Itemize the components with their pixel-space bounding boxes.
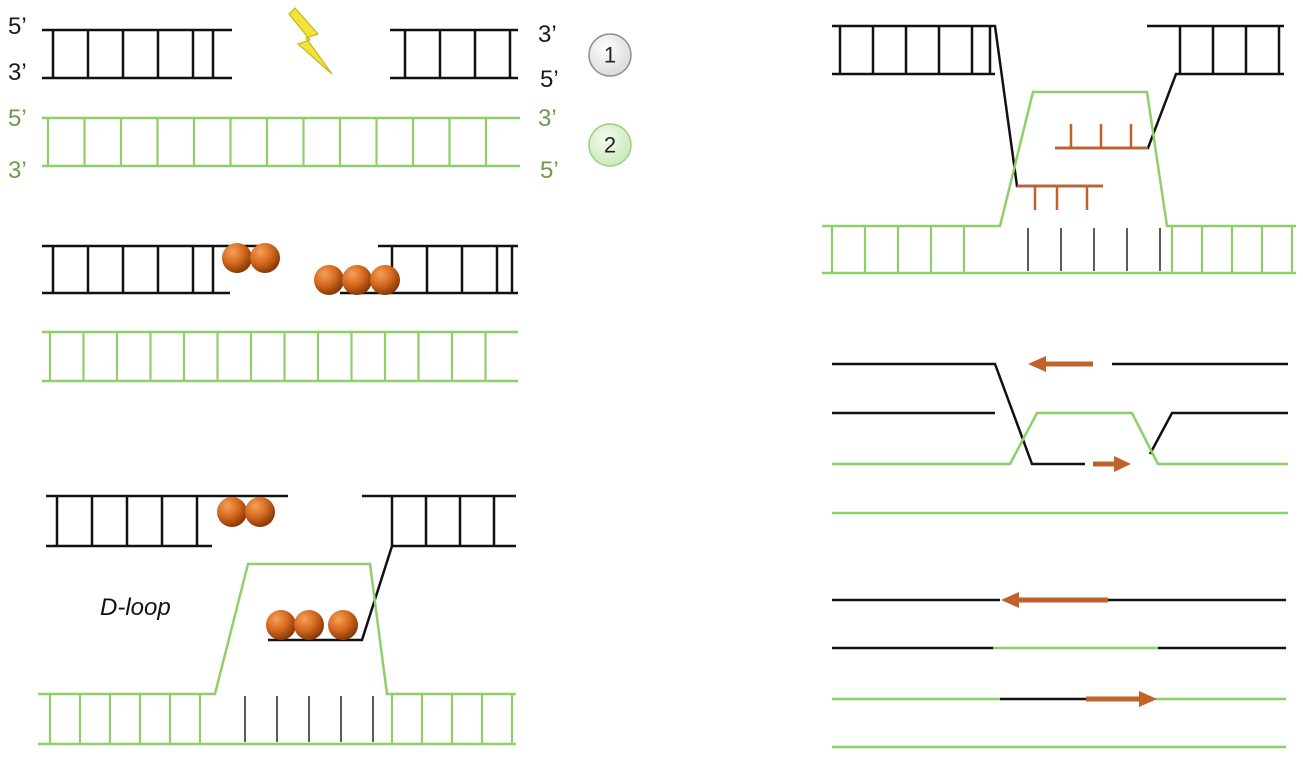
dloop-green-rungs: [50, 694, 512, 744]
protein-ball: [294, 610, 324, 640]
protein-ball: [217, 497, 247, 527]
broken-black-duplex: [42, 30, 518, 78]
protein-ball: [266, 610, 296, 640]
green-duplex-2: [42, 332, 518, 381]
arrow-left-icon: [1001, 592, 1019, 608]
protein-ball: [250, 243, 280, 273]
protein-ball: [245, 497, 275, 527]
black-strands-4: [832, 26, 1284, 186]
green-duplex-2-rungs: [50, 332, 486, 381]
protein-ball: [314, 265, 344, 295]
synthesis-arrows-6: [1001, 592, 1157, 707]
badge-1: 1: [589, 34, 631, 76]
protein-ball: [370, 265, 400, 295]
label-5prime-bottom-right: 5’: [540, 66, 559, 93]
lightning-bolt-icon: [289, 8, 332, 74]
arrow-right-icon: [1139, 691, 1157, 707]
panel-1-break: 5’ 3’ 3’ 5’ 5’ 3’ 3’ 5’ 1 2: [8, 8, 631, 184]
green-strands-4: [822, 92, 1296, 273]
badge-1-number: 1: [604, 43, 616, 68]
panel-3-dloop: D-loop: [38, 496, 516, 744]
panel-2-resection: [42, 243, 518, 381]
protein-cluster-dloop-right: [266, 610, 358, 640]
label-5prime-green-bottom-right: 5’: [540, 157, 559, 184]
green-duplex-rungs: [48, 118, 486, 166]
panel-5-extension: [832, 356, 1288, 513]
displaced-rungs-4: [1028, 228, 1160, 271]
label-3prime-green-top-right: 3’: [538, 105, 557, 132]
resected-black-duplex: [42, 246, 518, 293]
label-5prime-top-left: 5’: [8, 13, 27, 40]
intact-green-duplex: [42, 118, 520, 166]
new-synthesis-strands-4: [1017, 124, 1148, 210]
arrow-right-icon: [1114, 456, 1131, 472]
protein-cluster-right: [314, 265, 400, 295]
badge-2-number: 2: [604, 133, 616, 158]
label-3prime-green-bottom-left: 3’: [8, 157, 27, 184]
label-3prime-top-right: 3’: [538, 21, 557, 48]
protein-ball: [222, 243, 252, 273]
protein-cluster-left: [222, 243, 280, 273]
protein-ball: [328, 610, 358, 640]
result-strands: [832, 600, 1286, 747]
protein-ball: [342, 265, 372, 295]
badge-2: 2: [589, 124, 631, 166]
green-rungs-4: [832, 226, 1292, 273]
arrow-left-icon: [1028, 356, 1046, 372]
panel-6-result: [832, 592, 1286, 747]
dloop-label: D-loop: [100, 594, 171, 621]
label-5prime-green-top-left: 5’: [8, 105, 27, 132]
dloop-displaced-rungs: [245, 696, 373, 742]
protein-cluster-dloop-left: [217, 497, 275, 527]
label-3prime-bottom-left: 3’: [8, 59, 27, 86]
panel-4-synthesis: [822, 26, 1296, 273]
